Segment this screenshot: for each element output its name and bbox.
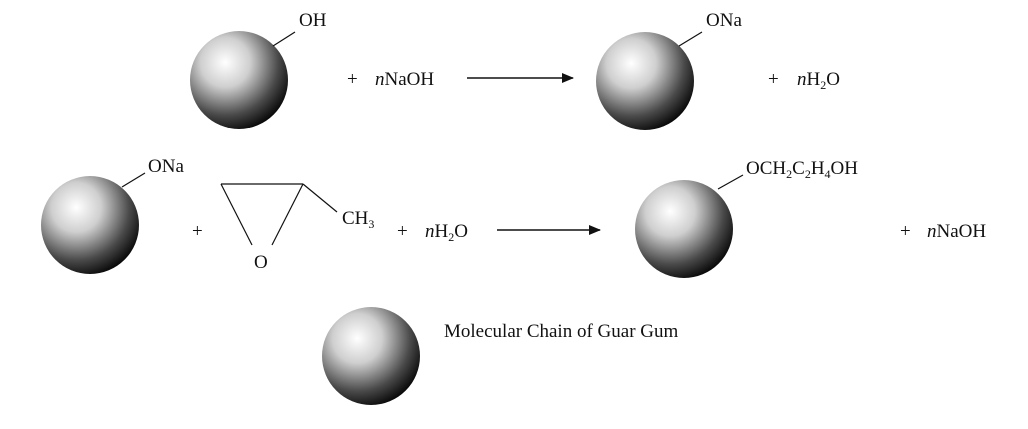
- subscript: 2: [820, 78, 827, 92]
- r2-sodium-alkoxide-group: ONa: [148, 156, 184, 177]
- formula: NaOH: [384, 69, 435, 90]
- bond-line-r2-reactant: [121, 172, 146, 188]
- guar-gum-sphere-r1-product: [596, 32, 694, 130]
- r1-sodium-alkoxide-group: ONa: [706, 10, 742, 31]
- r2-water: nH2O: [425, 221, 468, 244]
- epoxide-oxygen: O: [254, 252, 268, 273]
- r1-plus-sign-2: +: [768, 69, 779, 90]
- coefficient-n: n: [797, 69, 807, 90]
- coefficient-n: n: [375, 69, 385, 90]
- bond-line-r1-reactant: [272, 31, 296, 47]
- element-h: H: [806, 69, 821, 90]
- r2-plus-sign-1: +: [192, 221, 203, 242]
- r2-plus-sign-3: +: [900, 221, 911, 242]
- subscript: 2: [448, 230, 455, 244]
- r1-sodium-hydroxide: nNaOH: [375, 70, 434, 89]
- part-oh: OH: [830, 158, 858, 179]
- r1-plus-sign-1: +: [347, 69, 358, 90]
- r1-water: nH2O: [797, 69, 840, 92]
- subscript: 4: [824, 167, 831, 181]
- methyl-ch: CH: [342, 208, 369, 229]
- r2-plus-sign-2: +: [397, 221, 408, 242]
- bond-line-r2-product: [717, 174, 744, 190]
- element-o: O: [454, 221, 468, 242]
- coefficient-n: n: [425, 221, 435, 242]
- subscript: 2: [786, 167, 793, 181]
- part-h: H: [810, 158, 825, 179]
- guar-gum-sphere-r1-reactant: [190, 31, 288, 129]
- subscript: 2: [804, 167, 811, 181]
- part-c: C: [792, 158, 805, 179]
- propylene-oxide-ring: [220, 183, 338, 246]
- element-o: O: [826, 69, 840, 90]
- legend-label: Molecular Chain of Guar Gum: [444, 321, 679, 342]
- bond-line-r1-product: [678, 31, 703, 47]
- subscript: 3: [368, 217, 375, 231]
- methyl-group: CH3: [342, 208, 375, 231]
- legend-guar-gum-sphere: [322, 307, 420, 405]
- r2-sodium-hydroxide: nNaOH: [927, 222, 986, 241]
- r1-hydroxyl-group: OH: [299, 10, 327, 31]
- part-och: OCH: [746, 158, 787, 179]
- coefficient-n: n: [927, 221, 937, 242]
- formula: NaOH: [936, 221, 987, 242]
- element-h: H: [434, 221, 449, 242]
- guar-gum-sphere-r2-reactant: [41, 176, 139, 274]
- guar-gum-sphere-r2-product: [635, 180, 733, 278]
- hydroxypropyl-ether-group: OCH2C2H4OH: [746, 158, 858, 181]
